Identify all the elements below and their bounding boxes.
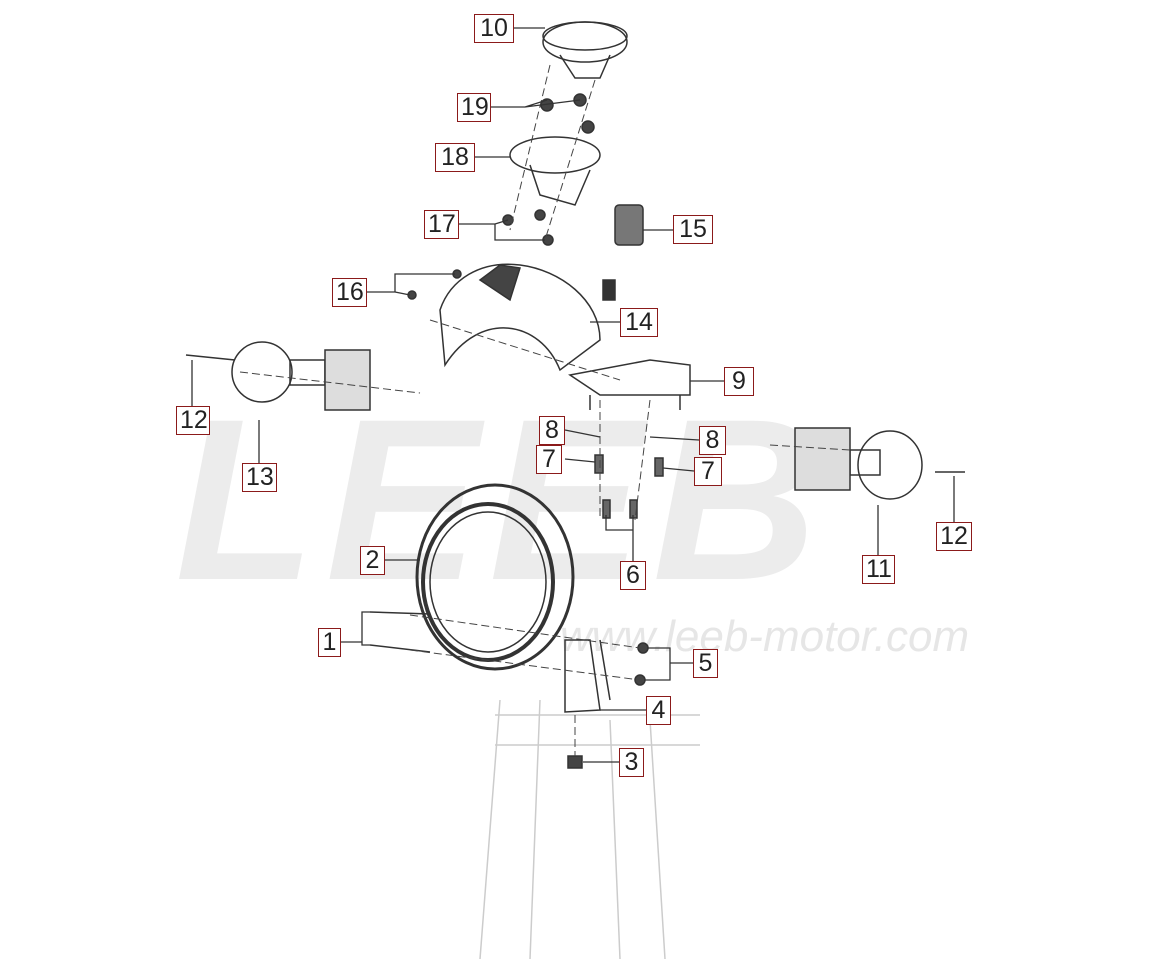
leader-lines bbox=[191, 27, 955, 763]
long-bolts-1 bbox=[369, 611, 431, 653]
screws-7-8-6 bbox=[594, 454, 664, 519]
callout-2: 2 bbox=[360, 546, 385, 575]
callout-16: 16 bbox=[332, 278, 367, 307]
callout-9: 9 bbox=[724, 367, 754, 396]
front-fork bbox=[479, 699, 700, 959]
ignition-switch-15 bbox=[602, 204, 644, 301]
nuts-17 bbox=[502, 209, 554, 246]
bolt-12-left bbox=[185, 354, 236, 361]
callout-6: 6 bbox=[620, 561, 646, 590]
nut-3 bbox=[567, 755, 583, 769]
headlight bbox=[415, 483, 575, 671]
turn-signal-right bbox=[794, 427, 923, 500]
callout-8-left: 8 bbox=[539, 416, 565, 445]
callout-14: 14 bbox=[620, 308, 658, 337]
callout-15: 15 bbox=[673, 215, 713, 244]
callout-12-left: 12 bbox=[176, 406, 210, 435]
callout-10: 10 bbox=[474, 14, 514, 43]
callout-8-right: 8 bbox=[699, 426, 726, 455]
callout-7-right: 7 bbox=[694, 457, 722, 486]
watermark-url: www.leeb-motor.com bbox=[560, 612, 970, 661]
top-bridge-9 bbox=[568, 359, 691, 410]
bracket-18 bbox=[509, 136, 601, 206]
bracket-4 bbox=[564, 639, 611, 713]
headlight-cover-14 bbox=[439, 263, 601, 372]
callout-4: 4 bbox=[646, 696, 671, 725]
callout-3: 3 bbox=[619, 748, 644, 777]
watermark-brand: LEEB bbox=[175, 371, 829, 628]
nuts-19 bbox=[540, 93, 595, 134]
callout-12-right: 12 bbox=[936, 522, 972, 551]
callout-19: 19 bbox=[457, 93, 491, 122]
turn-signal-left bbox=[231, 341, 371, 411]
callout-17: 17 bbox=[424, 210, 459, 239]
callout-13: 13 bbox=[242, 463, 277, 492]
speedometer bbox=[542, 21, 628, 79]
callout-1: 1 bbox=[318, 628, 341, 657]
callout-7-left: 7 bbox=[536, 445, 562, 474]
callout-11: 11 bbox=[862, 555, 895, 584]
callout-18: 18 bbox=[435, 143, 475, 172]
bolts-5 bbox=[634, 642, 649, 686]
callout-5: 5 bbox=[693, 649, 718, 678]
